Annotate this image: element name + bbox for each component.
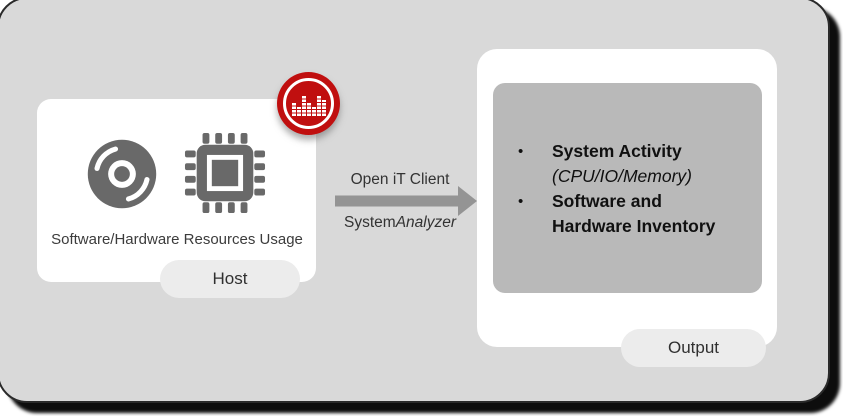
equalizer-ring-icon bbox=[283, 78, 334, 129]
connector-bottom-label: SystemAnalyzer bbox=[330, 214, 470, 232]
host-tag: Host bbox=[160, 260, 300, 298]
openit-logo-badge bbox=[277, 72, 340, 135]
output-tag: Output bbox=[621, 329, 766, 367]
output-content-box bbox=[493, 83, 762, 293]
list-item: • System Activity bbox=[511, 139, 759, 164]
bullet1-title: System Activity bbox=[552, 141, 682, 161]
output-bullet-list: • System Activity (CPU/IO/Memory) • Soft… bbox=[511, 139, 759, 239]
host-tag-label: Host bbox=[212, 269, 248, 288]
right-arrow-icon bbox=[335, 186, 477, 216]
list-item: (CPU/IO/Memory) bbox=[511, 164, 759, 189]
product-name-italic: Analyzer bbox=[395, 214, 456, 231]
list-item: Hardware Inventory bbox=[511, 214, 759, 239]
host-panel bbox=[37, 99, 316, 282]
bullet-marker: • bbox=[518, 143, 524, 160]
bullet2-line1: Software and bbox=[552, 191, 662, 211]
host-caption: Software/Hardware Resources Usage bbox=[51, 231, 303, 248]
cpu-chip-icon bbox=[184, 132, 266, 214]
output-tag-label: Output bbox=[667, 338, 720, 357]
bullet-marker-empty bbox=[511, 214, 552, 239]
bullet-marker-empty bbox=[511, 164, 552, 189]
product-name-regular: System bbox=[344, 214, 396, 231]
connector-top-label: Open iT Client bbox=[350, 171, 450, 188]
list-item: • Software and bbox=[511, 189, 759, 214]
equalizer-bars-icon bbox=[291, 96, 326, 116]
bullet2-line2: Hardware Inventory bbox=[552, 216, 716, 236]
bullet-marker: • bbox=[518, 193, 524, 210]
bullet1-subtitle: (CPU/IO/Memory) bbox=[552, 166, 692, 186]
optical-disk-icon bbox=[87, 139, 157, 209]
